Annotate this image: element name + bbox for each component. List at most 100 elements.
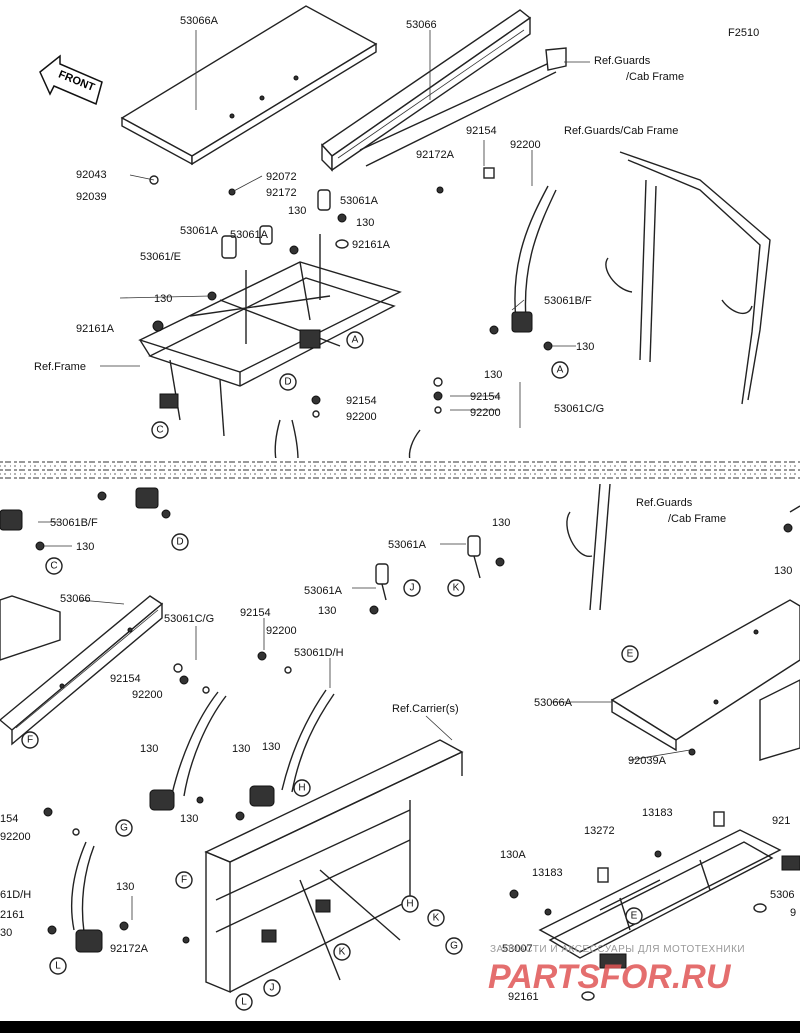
part-label: 9 — [790, 907, 796, 919]
svg-text:K: K — [433, 913, 440, 924]
part-label: 53061A — [180, 225, 219, 237]
callout-circle: G — [445, 937, 463, 955]
callout-circle: L — [235, 993, 253, 1011]
belt-bottom-left — [43, 807, 190, 953]
figure-code: F2510 — [728, 27, 759, 39]
part-label: 130 — [262, 741, 280, 753]
part-label: 92161A — [76, 323, 115, 335]
part-label: 92161 — [508, 991, 539, 1003]
part-label: 92172A — [110, 943, 149, 955]
callout-circle: L — [49, 957, 67, 975]
part-label: 92072 — [266, 171, 297, 183]
part-label: 92039 — [76, 191, 107, 203]
part-label: 53061A — [304, 585, 343, 597]
svg-text:J: J — [270, 983, 275, 994]
part-label: 53061B/F — [544, 295, 592, 307]
svg-text:G: G — [120, 823, 128, 834]
part-label: 130 — [154, 293, 172, 305]
belts-bottom-middle — [149, 651, 335, 821]
seat-cushion-53066a — [120, 5, 378, 166]
part-label: 130 — [180, 813, 198, 825]
part-labels: 53066A 53066 Ref.Guards /Cab Frame 92154… — [0, 15, 796, 1003]
watermark-tagline: ЗАПЧАСТИ И АКСЕССУАРЫ ДЛЯ МОТОТЕХНИКИ — [490, 944, 745, 955]
part-label: 92200 — [470, 407, 501, 419]
part-label: 92200 — [0, 831, 31, 843]
callout-circle: K — [427, 909, 445, 927]
part-label: 92200 — [266, 625, 297, 637]
part-label: 13183 — [532, 867, 563, 879]
part-label: 92200 — [346, 411, 377, 423]
part-label: 921 — [772, 815, 790, 827]
part-label: 53061C/G — [164, 613, 214, 625]
part-label: 130 — [288, 205, 306, 217]
part-label: Ref.Guards — [594, 55, 651, 67]
svg-text:D: D — [284, 377, 291, 388]
callout-circle: F — [175, 871, 193, 889]
callout-circle: H — [401, 895, 419, 913]
part-label: 130 — [356, 217, 374, 229]
part-label: 92172 — [266, 187, 297, 199]
part-label: /Cab Frame — [668, 513, 726, 525]
part-label: 53061A — [340, 195, 379, 207]
seat-belt-53061bf-top — [483, 167, 557, 333]
part-label: 130 — [76, 541, 94, 553]
svg-text:E: E — [627, 649, 634, 660]
belt-53061cg-top — [274, 377, 443, 461]
part-label: 92154 — [240, 607, 271, 619]
svg-text:C: C — [50, 561, 57, 572]
part-label: Ref.Frame — [34, 361, 86, 373]
svg-text:H: H — [406, 899, 413, 910]
part-label: 53066 — [406, 19, 437, 31]
part-label: 130A — [500, 849, 526, 861]
seat-cushion-53066a-bottom — [610, 599, 800, 761]
part-label: 92200 — [132, 689, 163, 701]
carrier-frame — [204, 739, 464, 994]
callout-circle: E — [621, 645, 639, 663]
part-label: 130 — [576, 341, 594, 353]
callout-circle: J — [403, 579, 421, 597]
part-label: 92161A — [352, 239, 391, 251]
callout-circle: K — [333, 943, 351, 961]
svg-text:K: K — [453, 583, 460, 594]
callout-circle: K — [447, 579, 465, 597]
callout-circle: D — [171, 533, 189, 551]
part-label: 53061B/F — [50, 517, 98, 529]
callout-circles: A A D C C D K J F G H F E E L J L K G H … — [21, 331, 643, 1011]
svg-text:L: L — [55, 961, 61, 972]
callout-circle: J — [263, 979, 281, 997]
part-label: 53061D/H — [294, 647, 344, 659]
svg-text:D: D — [176, 537, 183, 548]
svg-text:E: E — [631, 911, 638, 922]
part-label: Ref.Guards — [636, 497, 693, 509]
part-label: 92154 — [110, 673, 141, 685]
part-label: 13272 — [584, 825, 615, 837]
callout-circle: D — [279, 373, 297, 391]
svg-text:C: C — [156, 425, 163, 436]
part-label: 61D/H — [0, 889, 31, 901]
part-label: 92043 — [76, 169, 107, 181]
part-label: 130 — [484, 369, 502, 381]
leader-lines — [38, 30, 691, 920]
svg-text:H: H — [298, 783, 305, 794]
buckle-53061a-top — [149, 175, 553, 351]
svg-text:F: F — [181, 875, 187, 886]
part-label: 53007 — [502, 943, 533, 955]
part-label: Ref.Carrier(s) — [392, 703, 459, 715]
svg-text:A: A — [352, 335, 359, 346]
seat-frame-bottom-right — [509, 748, 800, 1001]
svg-text:K: K — [339, 947, 346, 958]
belt-53061bf-mid — [0, 487, 171, 551]
part-label: 92200 — [510, 139, 541, 151]
part-label: 30 — [0, 927, 12, 939]
part-label: 53066 — [60, 593, 91, 605]
callout-circle: F — [21, 731, 39, 749]
footer-bar — [0, 1021, 800, 1033]
part-label: 92172A — [416, 149, 455, 161]
cab-frame-guard — [605, 151, 771, 405]
part-label: 53066A — [180, 15, 219, 27]
part-label: 130 — [774, 565, 792, 577]
seat-back-53066 — [320, 9, 567, 172]
svg-text:J: J — [410, 583, 415, 594]
callout-circle: G — [115, 819, 133, 837]
